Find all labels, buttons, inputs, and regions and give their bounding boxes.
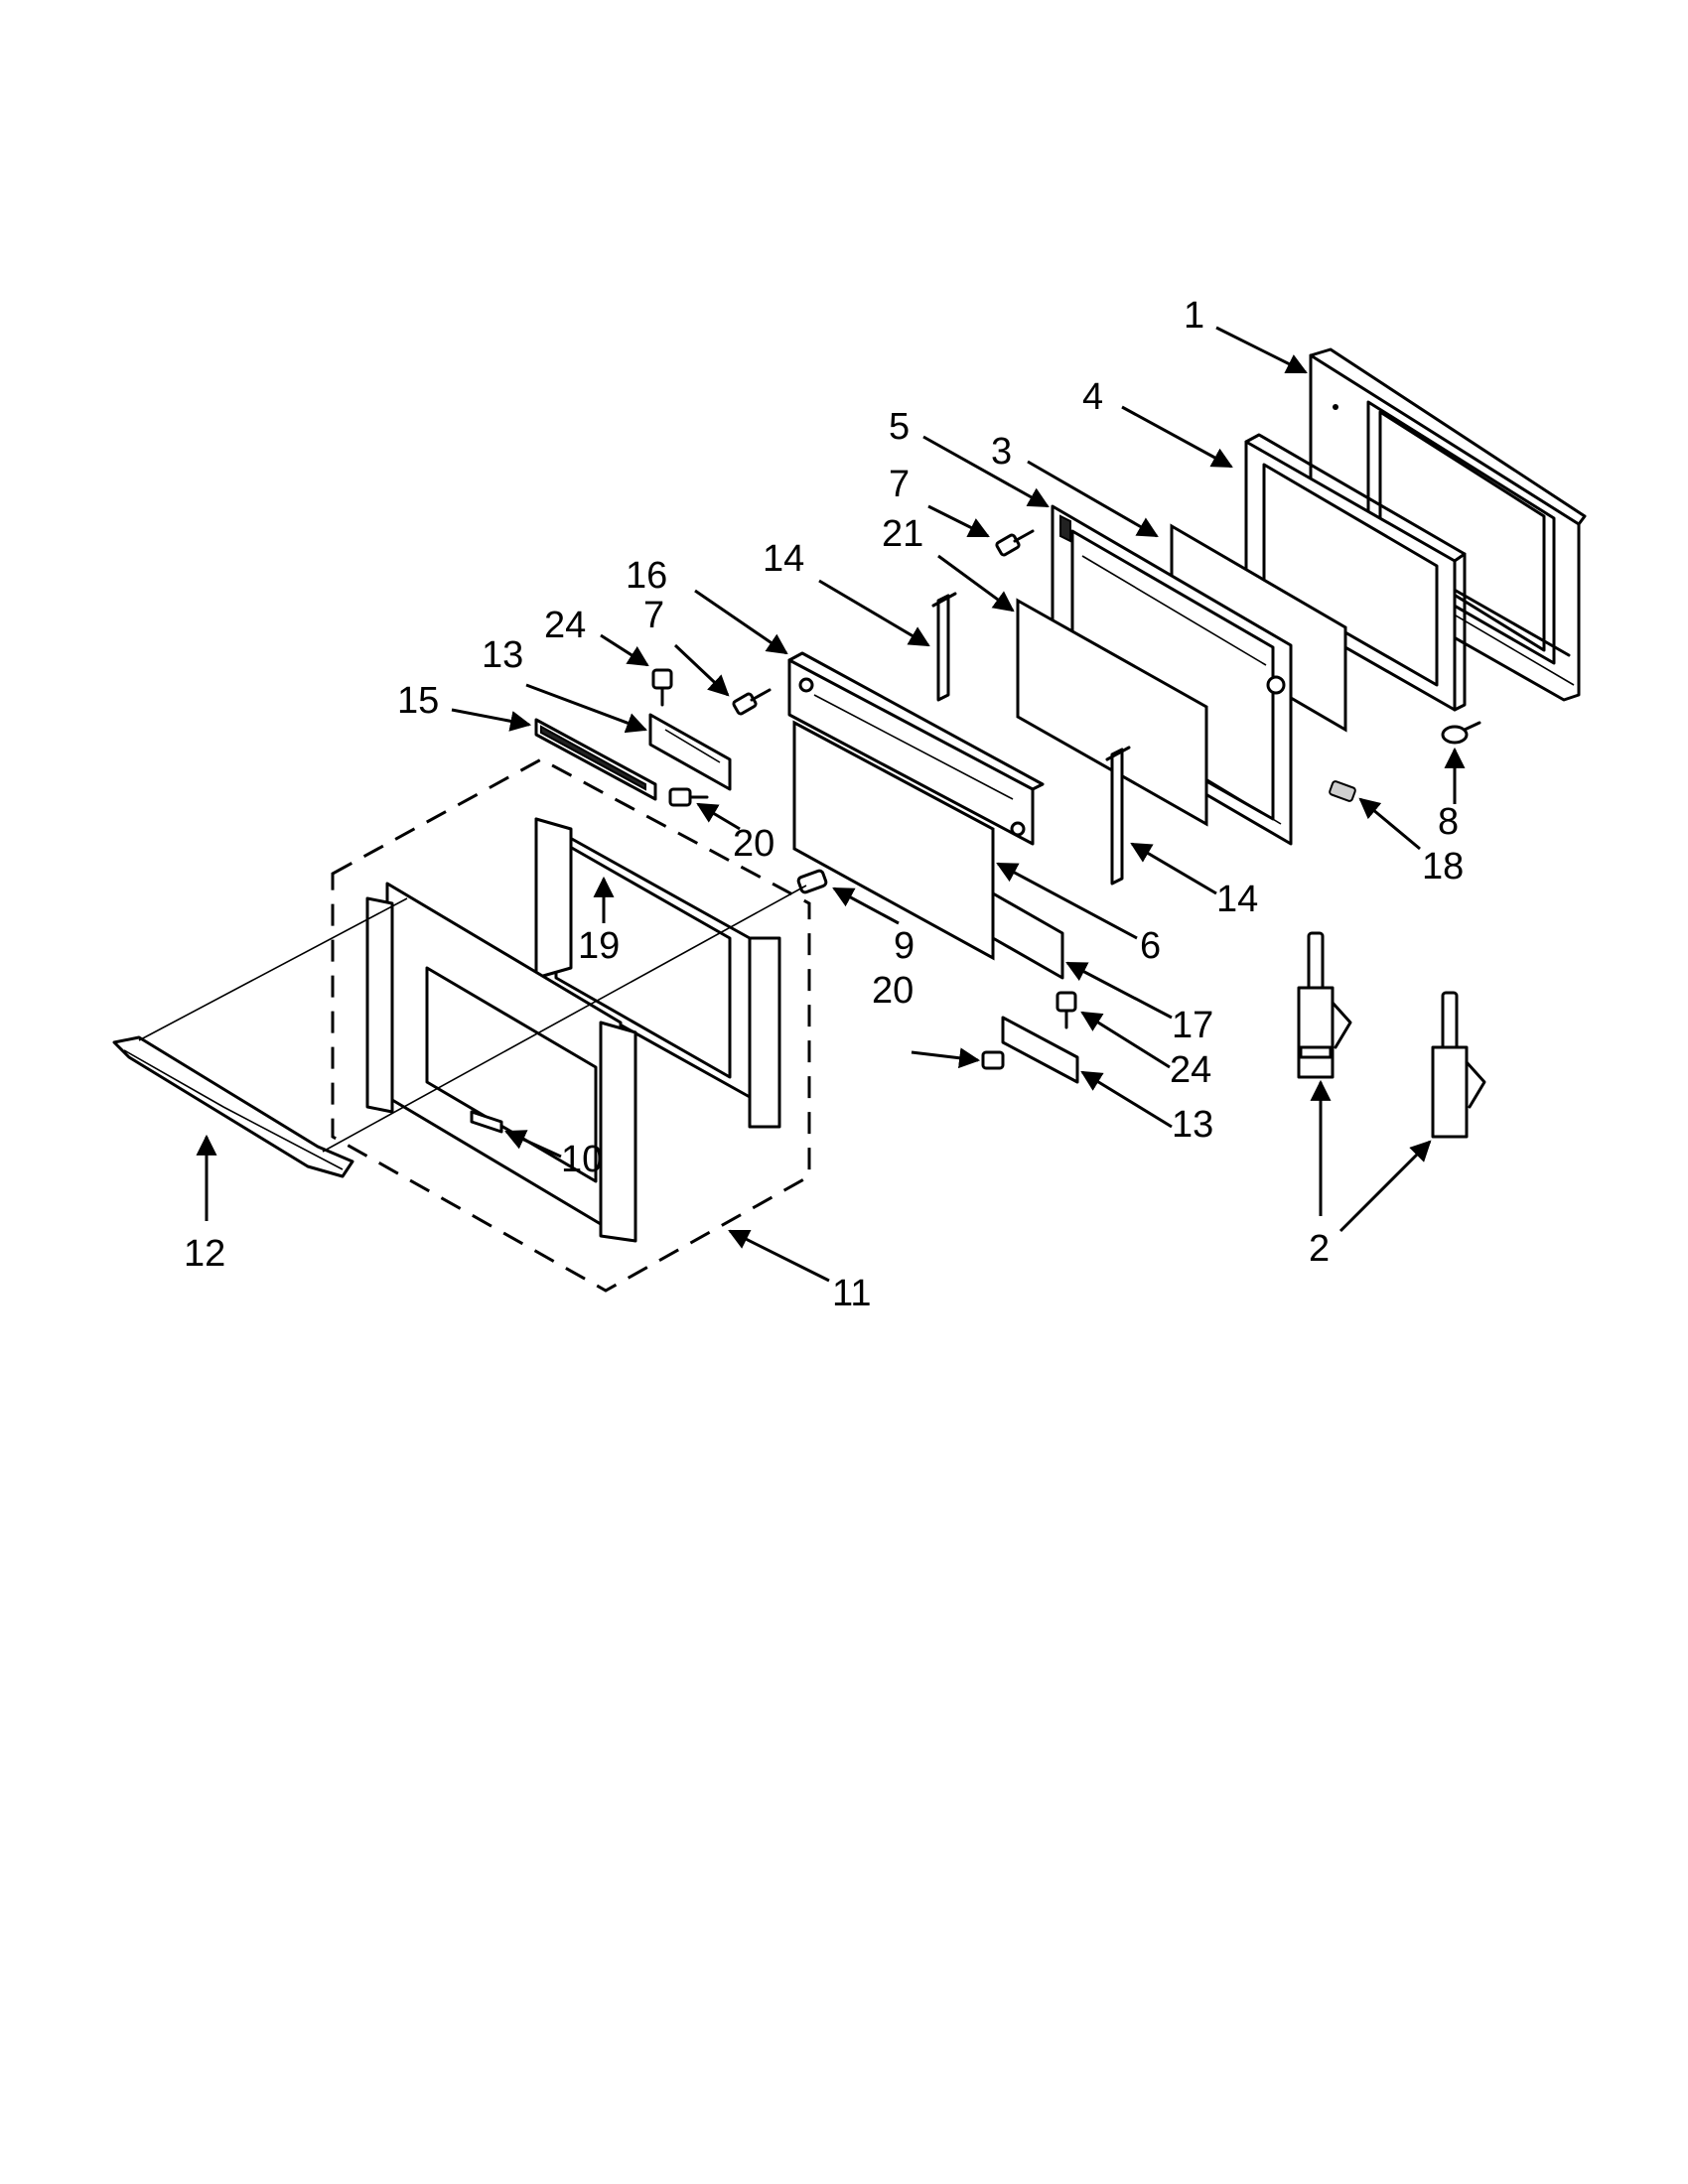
callout-1: 1: [1184, 295, 1204, 337]
leaders: [196, 326, 1466, 1283]
part-12-door-handle: [112, 1035, 354, 1178]
callout-15: 15: [397, 680, 439, 722]
part-15-bracket: [534, 718, 657, 801]
part-5-inner-liner: [1051, 504, 1293, 846]
callout-4: 4: [1082, 376, 1103, 418]
part-7-screw-upper: [995, 529, 1035, 557]
part-6-glass: [792, 720, 995, 961]
callout-19: 19: [578, 925, 620, 967]
callout-9: 9: [894, 925, 914, 967]
part-13-hinge-bracket-right: [1001, 1016, 1079, 1084]
part-14-clip-lower: [1105, 746, 1131, 886]
callout-18: 18: [1422, 846, 1464, 887]
outer-door-front-panel: [365, 882, 637, 1243]
callout-14-lower: 14: [1216, 879, 1258, 920]
callout-21: 21: [882, 513, 923, 555]
part-24-screw-right: [1055, 991, 1077, 1029]
callout-7-lower: 7: [643, 595, 664, 636]
part-21-glass: [1016, 598, 1208, 827]
part-9-screw: [796, 869, 828, 894]
callout-20-upper: 20: [733, 823, 774, 865]
callout-3: 3: [991, 431, 1012, 473]
part-17-strip: [991, 891, 1064, 980]
callout-17: 17: [1172, 1005, 1213, 1046]
callout-6: 6: [1140, 925, 1161, 967]
part-19-outer-door-back: [534, 817, 781, 1129]
part-20-screw-left: [668, 787, 709, 807]
part-24-screw-left: [651, 668, 673, 707]
part-2-hinge-left: [1297, 931, 1352, 1079]
callout-13-upper: 13: [482, 634, 523, 676]
callout-20-lower: 20: [872, 970, 914, 1012]
callout-16: 16: [626, 555, 667, 597]
part-14-clip-upper: [931, 592, 957, 702]
callout-7-upper: 7: [889, 464, 910, 505]
part-18-clip: [1329, 780, 1356, 802]
part-7-screw-lower: [732, 688, 772, 716]
part-10-logo-badge: [470, 1110, 503, 1134]
part-13-hinge-bracket-left: [648, 713, 732, 791]
part-20-screw-right: [981, 1050, 1005, 1070]
callout-24-upper: 24: [544, 605, 586, 646]
part-16-top-channel: [787, 651, 1045, 846]
callout-14-upper: 14: [763, 538, 804, 580]
callout-13-lower: 13: [1172, 1104, 1213, 1146]
callout-10: 10: [561, 1139, 603, 1180]
callout-11: 11: [832, 1273, 871, 1314]
callout-12: 12: [184, 1233, 225, 1275]
callout-2: 2: [1309, 1228, 1330, 1270]
callout-8: 8: [1438, 801, 1459, 843]
part-2-hinge-right: [1431, 991, 1486, 1139]
part-4-door-frame: [1244, 433, 1467, 712]
callout-5: 5: [889, 406, 910, 448]
part-11-outer-door-assembly: [331, 757, 811, 1293]
callout-24-lower: 24: [1170, 1049, 1211, 1091]
part-8-screw: [1441, 721, 1481, 745]
